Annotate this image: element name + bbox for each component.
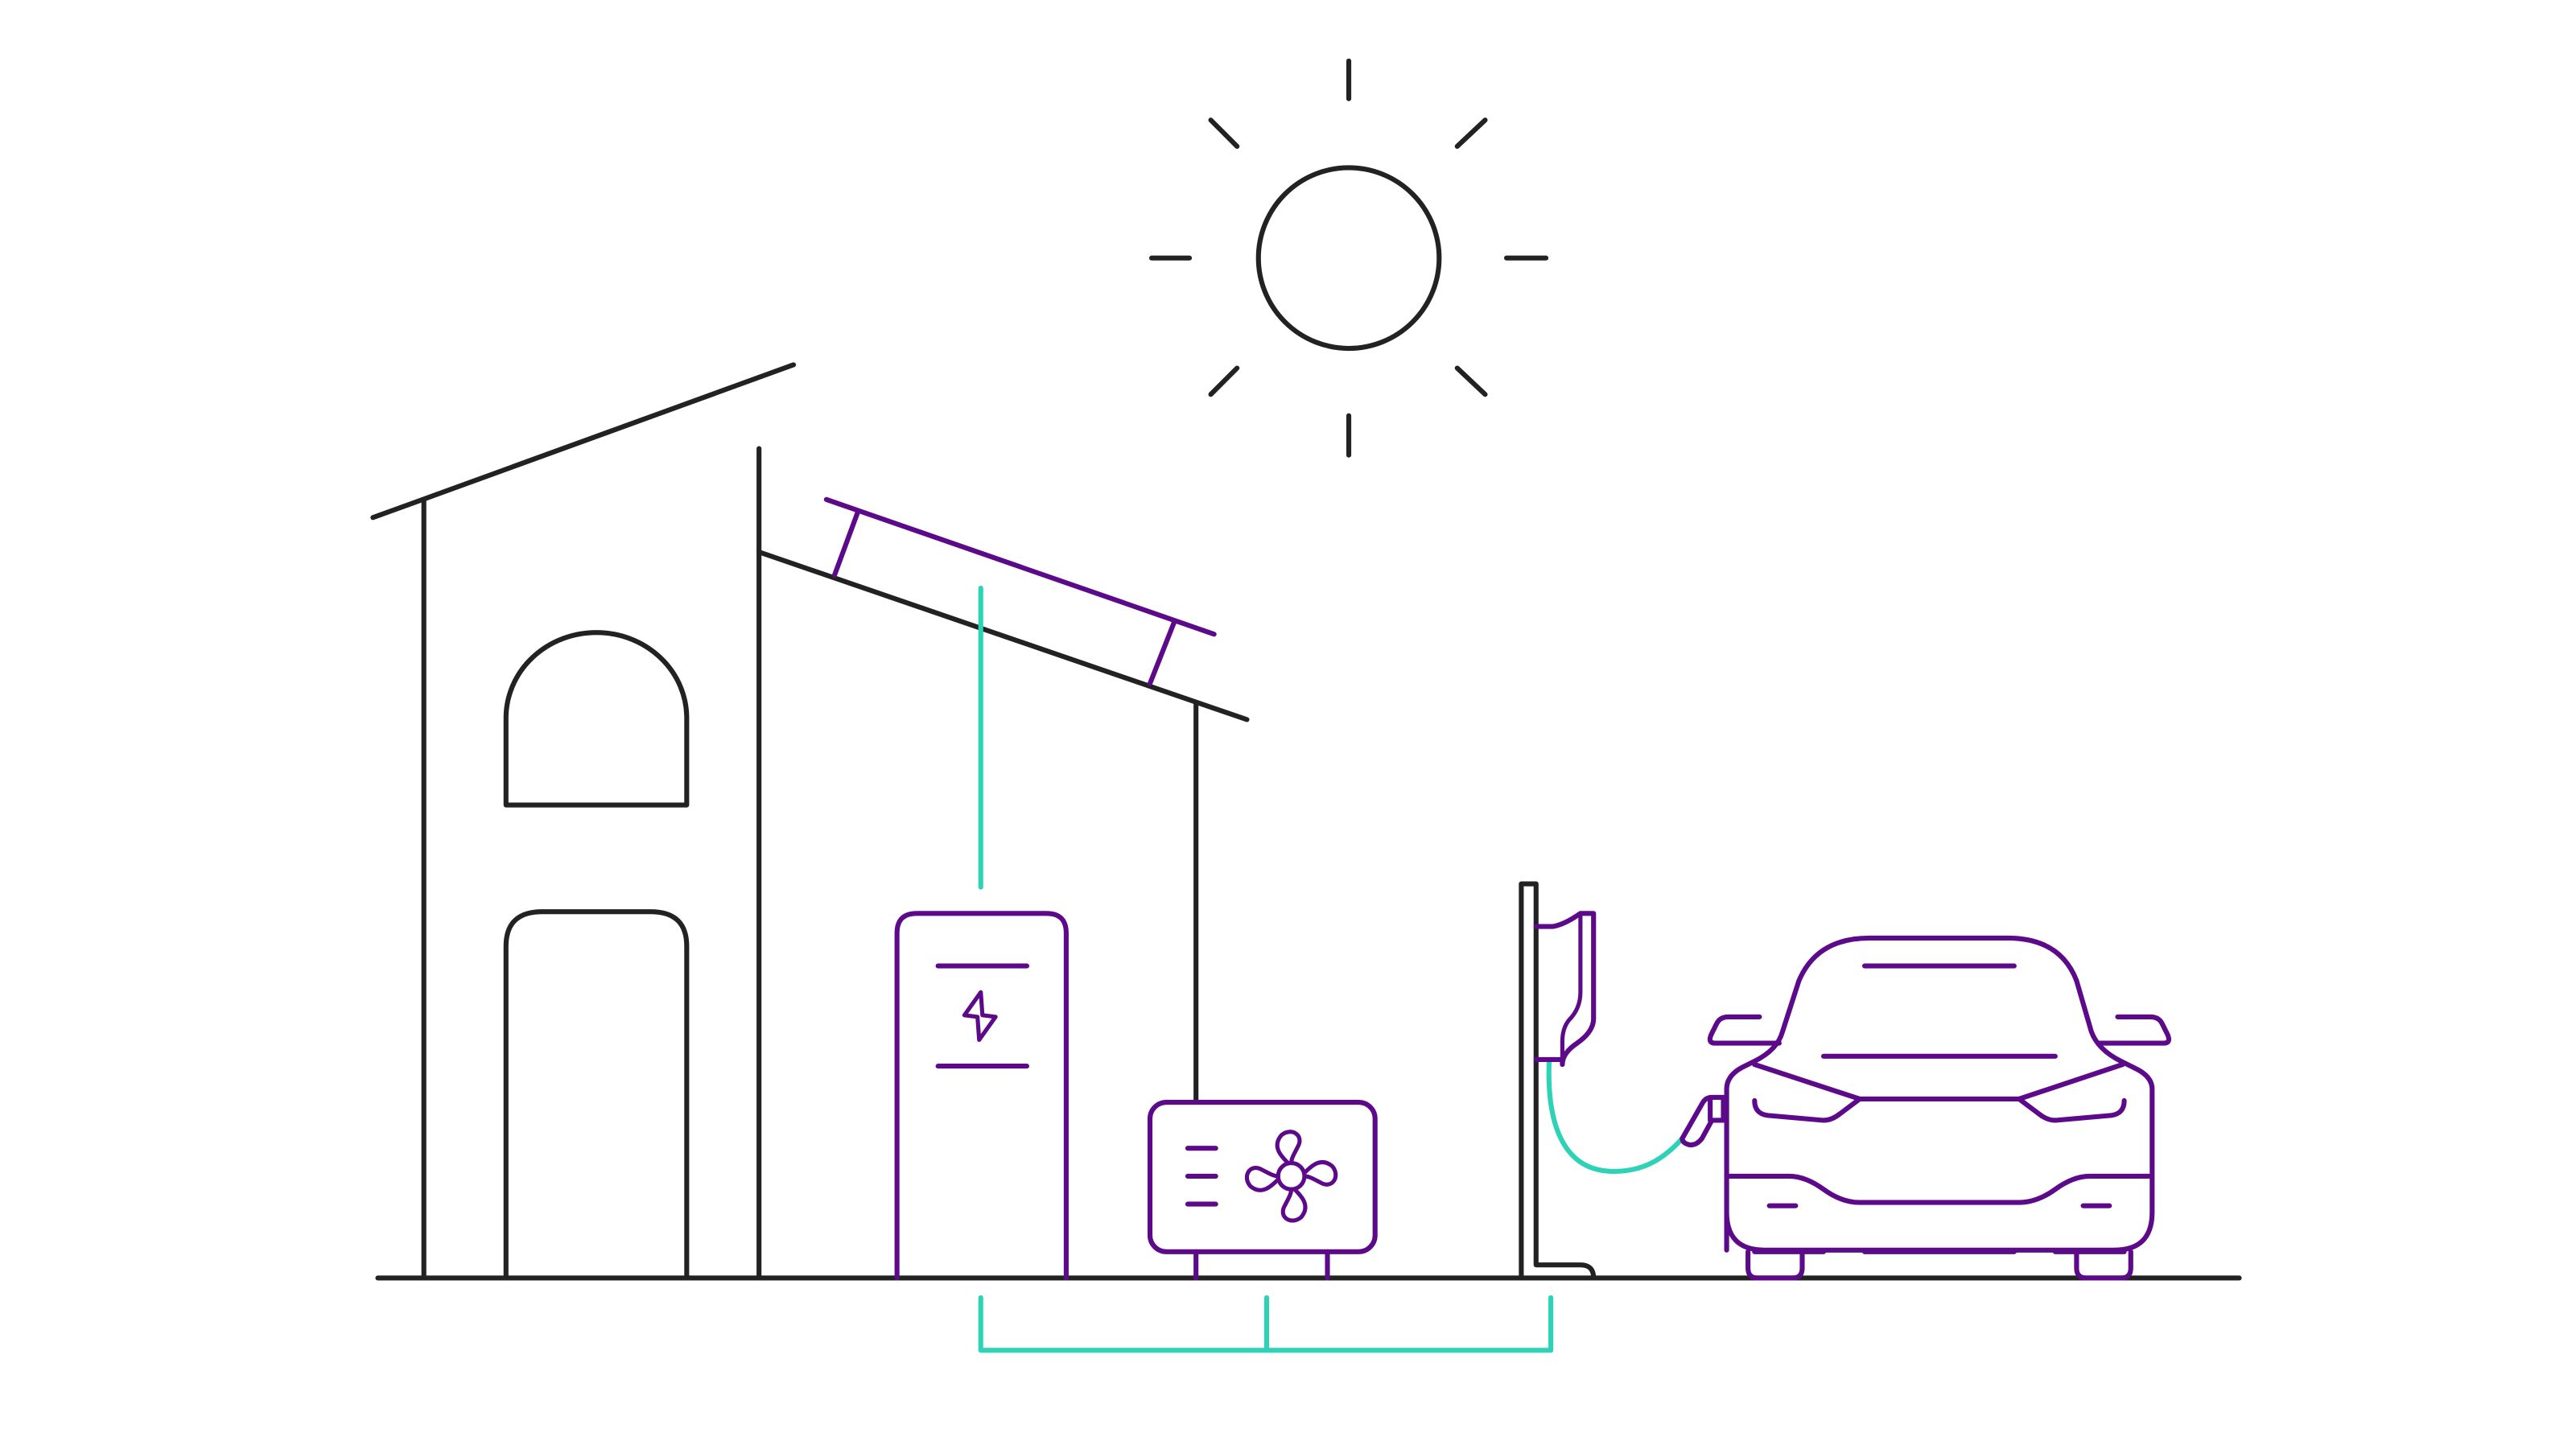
car-body	[1724, 935, 2155, 1253]
ev-charger-icon	[1519, 881, 1726, 1281]
bumper-line	[1724, 1173, 2155, 1205]
lightning-bolt-icon	[962, 990, 998, 1043]
fan-icon	[1244, 1130, 1338, 1223]
sun-icon	[1148, 58, 1549, 458]
solar-panel-icon	[823, 496, 1217, 686]
headlight-right	[2016, 1096, 2127, 1123]
headlight-left	[1752, 1096, 1862, 1123]
roof-right	[756, 550, 1250, 722]
house-door	[503, 909, 690, 1281]
mirror-right	[2096, 1014, 2172, 1046]
mirror-left	[1707, 1014, 1782, 1046]
charger-connector	[1533, 911, 1597, 1068]
roof-left	[370, 362, 797, 521]
charger-post	[1519, 881, 1597, 1281]
house-icon	[370, 362, 2242, 1281]
arched-window	[503, 630, 690, 808]
charging-cable	[1546, 1056, 1685, 1174]
heat-pump-icon	[1147, 1099, 1378, 1281]
charging-plug	[1680, 1094, 1726, 1148]
home-battery-icon	[894, 911, 1069, 1281]
wheel-left	[1745, 1249, 1805, 1281]
electric-car-icon	[1707, 935, 2172, 1281]
energy-flow-lines	[978, 585, 1685, 1353]
wheel-right	[2074, 1249, 2133, 1281]
